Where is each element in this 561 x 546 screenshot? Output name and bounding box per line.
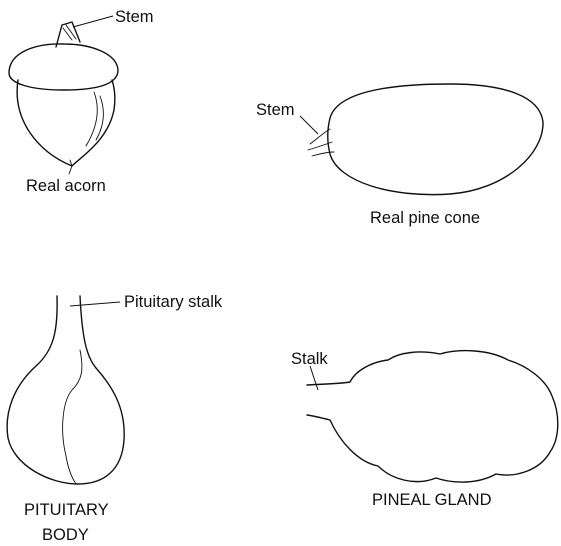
pineal-caption: PINEAL GLAND bbox=[372, 491, 492, 509]
acorn-illustration bbox=[9, 22, 118, 174]
acorn-stem-label: Stem bbox=[115, 8, 154, 26]
acorn-nut bbox=[17, 80, 115, 166]
pinecone-stem-leader bbox=[300, 116, 318, 134]
pituitary-caption-line2: BODY bbox=[42, 526, 89, 544]
pinecone-body bbox=[328, 84, 543, 195]
pinecone-stem-label: Stem bbox=[256, 101, 295, 119]
pinecone-caption: Real pine cone bbox=[370, 209, 480, 227]
pituitary-stalk-label: Pituitary stalk bbox=[124, 293, 223, 311]
pineal-illustration bbox=[307, 351, 558, 482]
pinecone-illustration bbox=[308, 84, 543, 195]
acorn-stem-leader bbox=[73, 16, 113, 27]
pituitary-lobe-divider bbox=[63, 350, 82, 484]
pituitary-caption-line1: PITUITARY bbox=[24, 501, 109, 519]
pineal-outline bbox=[307, 351, 558, 482]
pituitary-illustration bbox=[7, 296, 124, 484]
pineal-stalk-label: Stalk bbox=[291, 350, 328, 368]
acorn-cap bbox=[9, 44, 118, 90]
pituitary-stalk-leader bbox=[70, 302, 120, 306]
acorn-caption: Real acorn bbox=[26, 177, 106, 195]
pineal-stalk-leader bbox=[310, 366, 318, 390]
